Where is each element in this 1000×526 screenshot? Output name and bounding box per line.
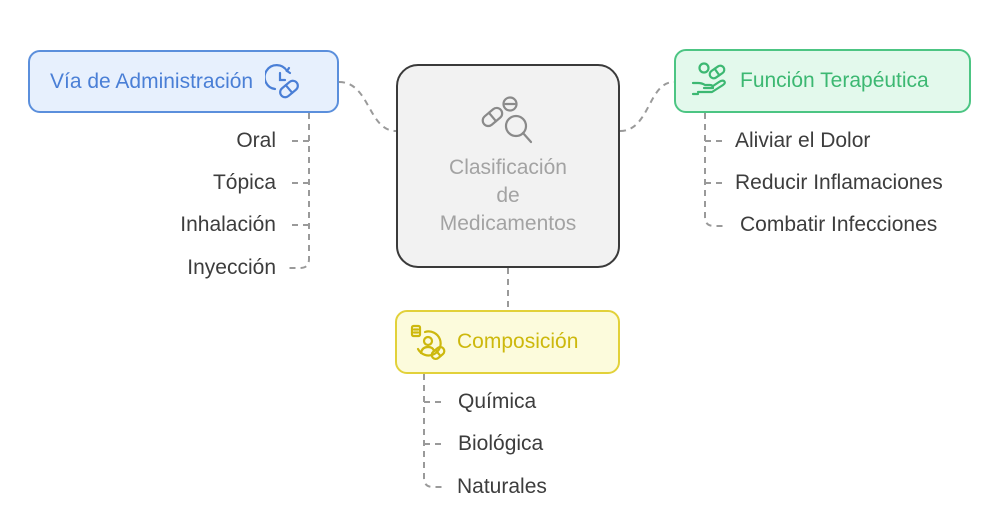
branch-route-label: Vía de Administración [50,69,254,93]
leaf-route-item[interactable]: Tópica [212,171,276,194]
leaf-function-item[interactable]: Combatir Infecciones [740,213,938,236]
center-node[interactable]: Clasificación de Medicamentos [396,64,620,268]
pill-magnifier-icon [478,94,538,148]
leaf-composition-item[interactable]: Química [458,390,537,413]
branch-composition-label: Composición [457,330,579,353]
center-title-line: de [496,184,520,207]
leaf-function-item[interactable]: Reducir Inflamaciones [735,171,943,194]
leaf-composition-item[interactable]: Biológica [458,432,544,455]
leaf-route-item[interactable]: Inyección [187,256,276,279]
leaf-function-item[interactable]: Aliviar el Dolor [735,129,871,152]
clock-pill-icon [265,63,303,101]
branch-function-node[interactable]: Función Terapéutica [674,49,971,113]
hand-pills-icon [690,61,730,101]
leaf-route-item[interactable]: Oral [236,129,276,152]
center-title-line: Medicamentos [439,212,577,235]
branch-function-label: Función Terapéutica [740,69,929,92]
branch-route-node[interactable]: Vía de Administración [28,50,339,113]
center-title-line: Clasificación [449,156,567,179]
center-title: Clasificación de Medicamentos [418,154,598,238]
leaf-route-item[interactable]: Inhalación [180,213,276,236]
leaf-composition-item[interactable]: Naturales [457,475,547,498]
person-pill-icon [409,323,447,361]
branch-composition-node[interactable]: Composición [395,310,620,374]
